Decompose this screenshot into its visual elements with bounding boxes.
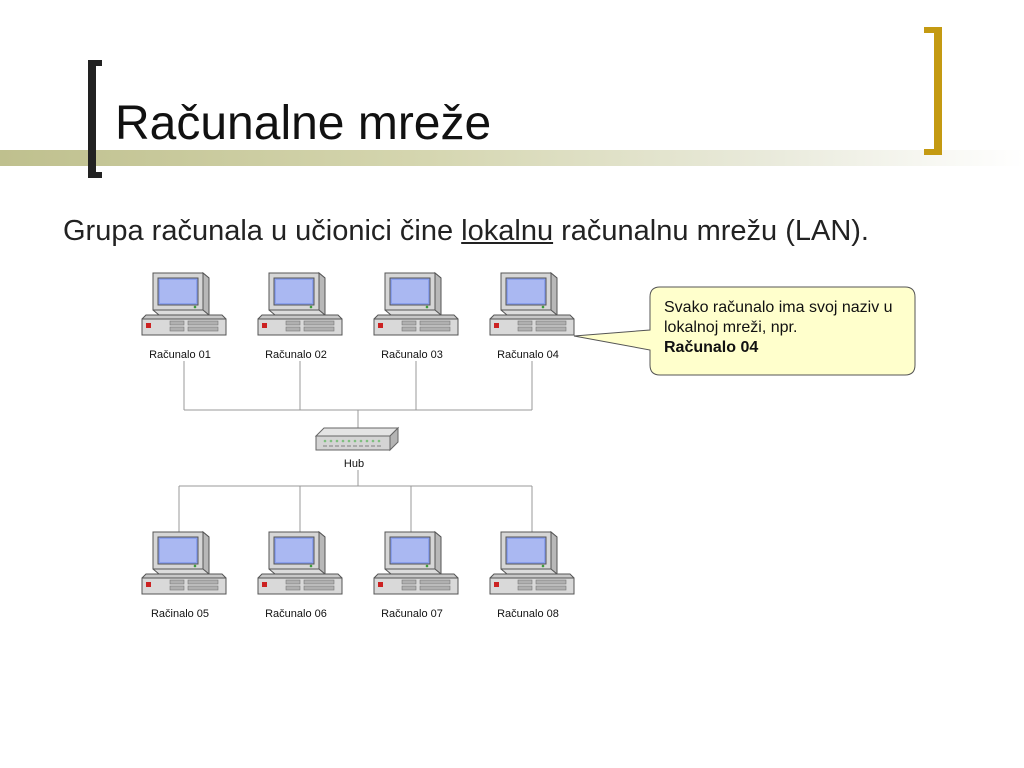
desktop-computer-icon — [489, 531, 575, 595]
hub-label: Hub — [344, 458, 364, 470]
callout-bubble — [573, 286, 916, 376]
network-cables — [178, 361, 533, 532]
desktop-computer-icon — [257, 531, 343, 595]
desktop-computer-icon — [373, 531, 459, 595]
bottom-computer-label: Računalo 08 — [497, 608, 559, 620]
top-computer-label: Računalo 02 — [265, 349, 327, 361]
top-computer-label: Računalo 01 — [149, 349, 211, 361]
network-hub-icon — [314, 426, 400, 452]
subtitle-underlined-word: lokalnu — [461, 215, 554, 247]
callout-text: Svako računalo ima svoj naziv u lokalnoj… — [664, 298, 910, 358]
bottom-computer-label: Računalo 06 — [265, 608, 327, 620]
top-computer-label: Računalo 04 — [497, 349, 559, 361]
bottom-computer-label: Računalo 07 — [381, 608, 443, 620]
left-bracket-decoration — [88, 60, 102, 178]
top-computer-label: Računalo 03 — [381, 349, 443, 361]
desktop-computer-icon — [373, 272, 459, 336]
desktop-computer-icon — [489, 272, 575, 336]
callout-description: Svako računalo ima svoj naziv u lokalnoj… — [664, 299, 893, 336]
desktop-computer-icon — [141, 531, 227, 595]
callout-example-name: Računalo 04 — [664, 339, 759, 356]
slide-title: Računalne mreže — [115, 97, 492, 150]
title-band — [0, 150, 1024, 166]
right-bracket-decoration — [924, 27, 942, 155]
desktop-computer-icon — [141, 272, 227, 336]
bottom-computer-label: Račinalo 05 — [151, 608, 209, 620]
subtitle-text-start: Grupa računala u učionici čine — [63, 215, 462, 247]
slide-subtitle: Grupa računala u učionici čine lokalnu r… — [63, 214, 869, 249]
desktop-computer-icon — [257, 272, 343, 336]
subtitle-text-end: računalnu mrežu (LAN). — [553, 215, 869, 247]
